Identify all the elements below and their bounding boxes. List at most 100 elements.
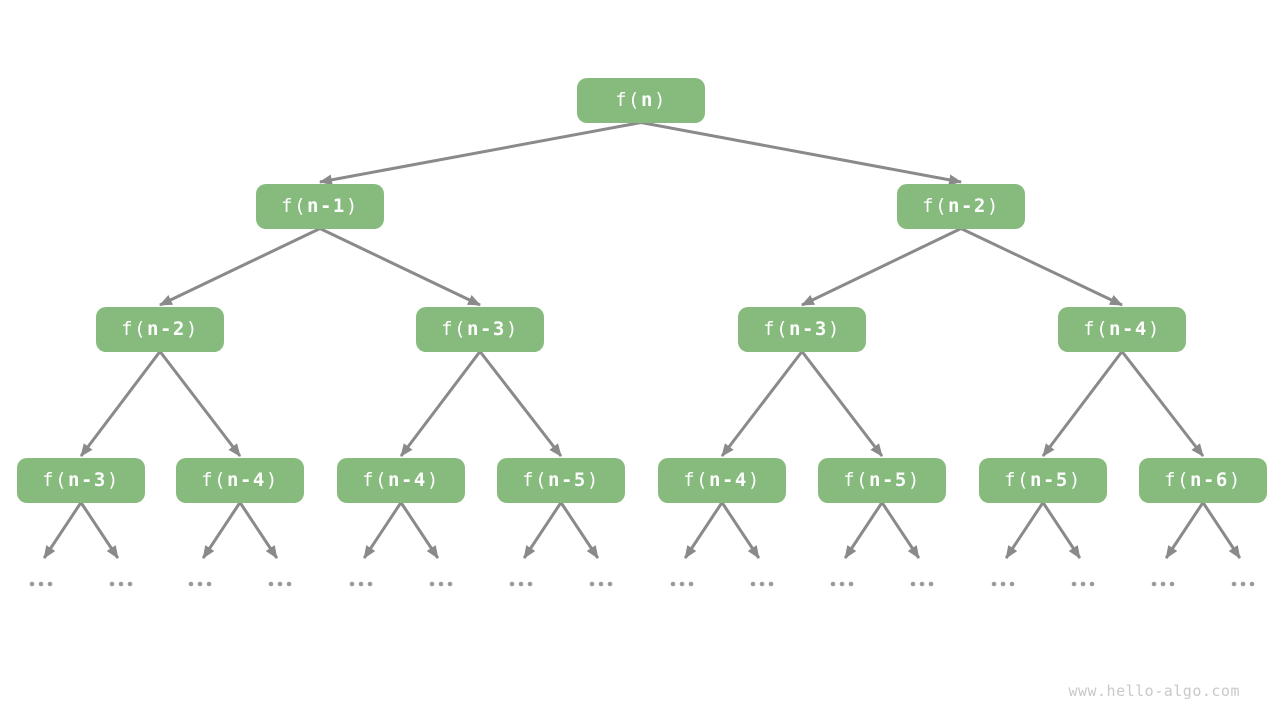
node-label-term: n-6 bbox=[1190, 468, 1229, 491]
ellipsis-dots-d2 bbox=[188, 581, 212, 587]
node-label-prefix: f( bbox=[121, 317, 148, 340]
tree-node-n8: f(n-4) bbox=[176, 457, 304, 503]
node-label-prefix: f( bbox=[362, 468, 389, 491]
tree-node-n4: f(n-3) bbox=[416, 306, 544, 352]
ellipsis-dots-d13 bbox=[1071, 581, 1095, 587]
node-label-term: n-5 bbox=[869, 468, 908, 491]
tree-node-n1: f(n-1) bbox=[256, 183, 384, 229]
ellipsis-dots-d10 bbox=[830, 581, 854, 587]
node-label-prefix: f( bbox=[1004, 468, 1031, 491]
node-label-term: n-3 bbox=[467, 317, 506, 340]
edge-arrow-n3-n8 bbox=[158, 350, 242, 457]
edge-arrow-n7-d1 bbox=[79, 501, 120, 559]
ellipsis-dots-d1 bbox=[109, 581, 133, 587]
node-label-term: n-1 bbox=[307, 194, 346, 217]
node-label-term: n-4 bbox=[388, 468, 427, 491]
ellipsis-dots-d15 bbox=[1231, 581, 1255, 587]
ellipsis-dots-d5 bbox=[429, 581, 453, 587]
ellipsis-dots-d11 bbox=[910, 581, 934, 587]
tree-node-n0: f(n) bbox=[577, 77, 705, 123]
edge-arrow-n4-n9 bbox=[399, 350, 482, 457]
ellipsis-dots-d7 bbox=[589, 581, 613, 587]
node-label-suffix: ) bbox=[265, 468, 279, 491]
tree-node-n5: f(n-3) bbox=[738, 306, 866, 352]
node-label-suffix: ) bbox=[586, 468, 600, 491]
edge-arrow-n10-d6 bbox=[522, 501, 563, 559]
node-label-suffix: ) bbox=[747, 468, 761, 491]
node-label-suffix: ) bbox=[426, 468, 440, 491]
watermark-text: www.hello-algo.com bbox=[1068, 682, 1240, 700]
edge-arrow-n11-d9 bbox=[720, 501, 761, 559]
node-label-suffix: ) bbox=[185, 317, 199, 340]
edge-arrow-n13-d13 bbox=[1041, 501, 1082, 559]
node-label-term: n bbox=[640, 88, 654, 111]
node-label-term: n-2 bbox=[147, 317, 186, 340]
node-label-prefix: f( bbox=[201, 468, 228, 491]
edge-arrow-n0-n2 bbox=[640, 121, 963, 186]
edge-arrow-n6-n13 bbox=[1041, 350, 1124, 457]
tree-node-n14: f(n-6) bbox=[1139, 457, 1267, 503]
tree-node-n13: f(n-5) bbox=[979, 457, 1107, 503]
node-label-term: n-5 bbox=[1030, 468, 1069, 491]
edge-arrow-n9-d4 bbox=[362, 501, 403, 559]
node-label-term: n-2 bbox=[948, 194, 987, 217]
tree-node-n11: f(n-4) bbox=[658, 457, 786, 503]
node-label-prefix: f( bbox=[281, 194, 308, 217]
edge-arrow-n6-n14 bbox=[1120, 350, 1205, 457]
edge-arrow-n12-d11 bbox=[880, 501, 921, 559]
node-label-term: n-4 bbox=[709, 468, 748, 491]
ellipsis-dots-d4 bbox=[349, 581, 373, 587]
node-label-suffix: ) bbox=[1068, 468, 1082, 491]
edge-arrow-n13-d12 bbox=[1004, 501, 1045, 559]
tree-node-n12: f(n-5) bbox=[818, 457, 946, 503]
node-label-suffix: ) bbox=[827, 317, 841, 340]
node-label-suffix: ) bbox=[1147, 317, 1161, 340]
tree-node-n3: f(n-2) bbox=[96, 306, 224, 352]
edge-arrow-n4-n10 bbox=[478, 350, 563, 457]
edge-arrow-n11-d8 bbox=[683, 501, 724, 559]
tree-node-n7: f(n-3) bbox=[17, 457, 145, 503]
node-label-prefix: f( bbox=[683, 468, 710, 491]
edge-arrow-n14-d15 bbox=[1201, 501, 1242, 559]
tree-node-n6: f(n-4) bbox=[1058, 306, 1186, 352]
edge-arrow-n5-n11 bbox=[720, 350, 804, 457]
node-label-prefix: f( bbox=[763, 317, 790, 340]
edge-arrow-n12-d10 bbox=[843, 501, 884, 559]
node-label-term: n-3 bbox=[68, 468, 107, 491]
edge-arrow-n5-n12 bbox=[800, 350, 884, 457]
node-label-prefix: f( bbox=[441, 317, 468, 340]
edge-arrow-n8-d3 bbox=[238, 501, 279, 559]
node-label-suffix: ) bbox=[653, 88, 667, 111]
tree-node-n2: f(n-2) bbox=[897, 183, 1025, 229]
edge-arrow-n14-d14 bbox=[1164, 501, 1205, 559]
node-label-term: n-5 bbox=[548, 468, 587, 491]
edge-arrow-n10-d7 bbox=[559, 501, 600, 559]
ellipsis-dots-d9 bbox=[750, 581, 774, 587]
node-label-suffix: ) bbox=[1228, 468, 1242, 491]
edge-arrow-n1-n4 bbox=[319, 227, 481, 307]
node-label-prefix: f( bbox=[1083, 317, 1110, 340]
ellipsis-dots-d14 bbox=[1151, 581, 1175, 587]
node-label-term: n-4 bbox=[1109, 317, 1148, 340]
node-label-prefix: f( bbox=[615, 88, 641, 111]
node-label-suffix: ) bbox=[986, 194, 1000, 217]
node-label-suffix: ) bbox=[505, 317, 519, 340]
node-label-prefix: f( bbox=[42, 468, 69, 491]
node-label-suffix: ) bbox=[345, 194, 359, 217]
edge-arrow-n8-d2 bbox=[201, 501, 242, 559]
node-label-term: n-4 bbox=[227, 468, 266, 491]
edge-arrow-n3-n7 bbox=[79, 350, 162, 457]
ellipsis-dots-d8 bbox=[670, 581, 694, 587]
edge-arrow-n2-n6 bbox=[960, 227, 1123, 307]
node-label-prefix: f( bbox=[1164, 468, 1191, 491]
tree-node-n9: f(n-4) bbox=[337, 457, 465, 503]
ellipsis-dots-d0 bbox=[29, 581, 53, 587]
edge-arrow-n0-n1 bbox=[318, 121, 642, 186]
ellipsis-dots-d3 bbox=[268, 581, 292, 587]
node-label-term: n-3 bbox=[789, 317, 828, 340]
node-label-suffix: ) bbox=[106, 468, 120, 491]
edge-arrow-n1-n3 bbox=[159, 227, 321, 307]
edge-arrow-n9-d5 bbox=[399, 501, 440, 559]
